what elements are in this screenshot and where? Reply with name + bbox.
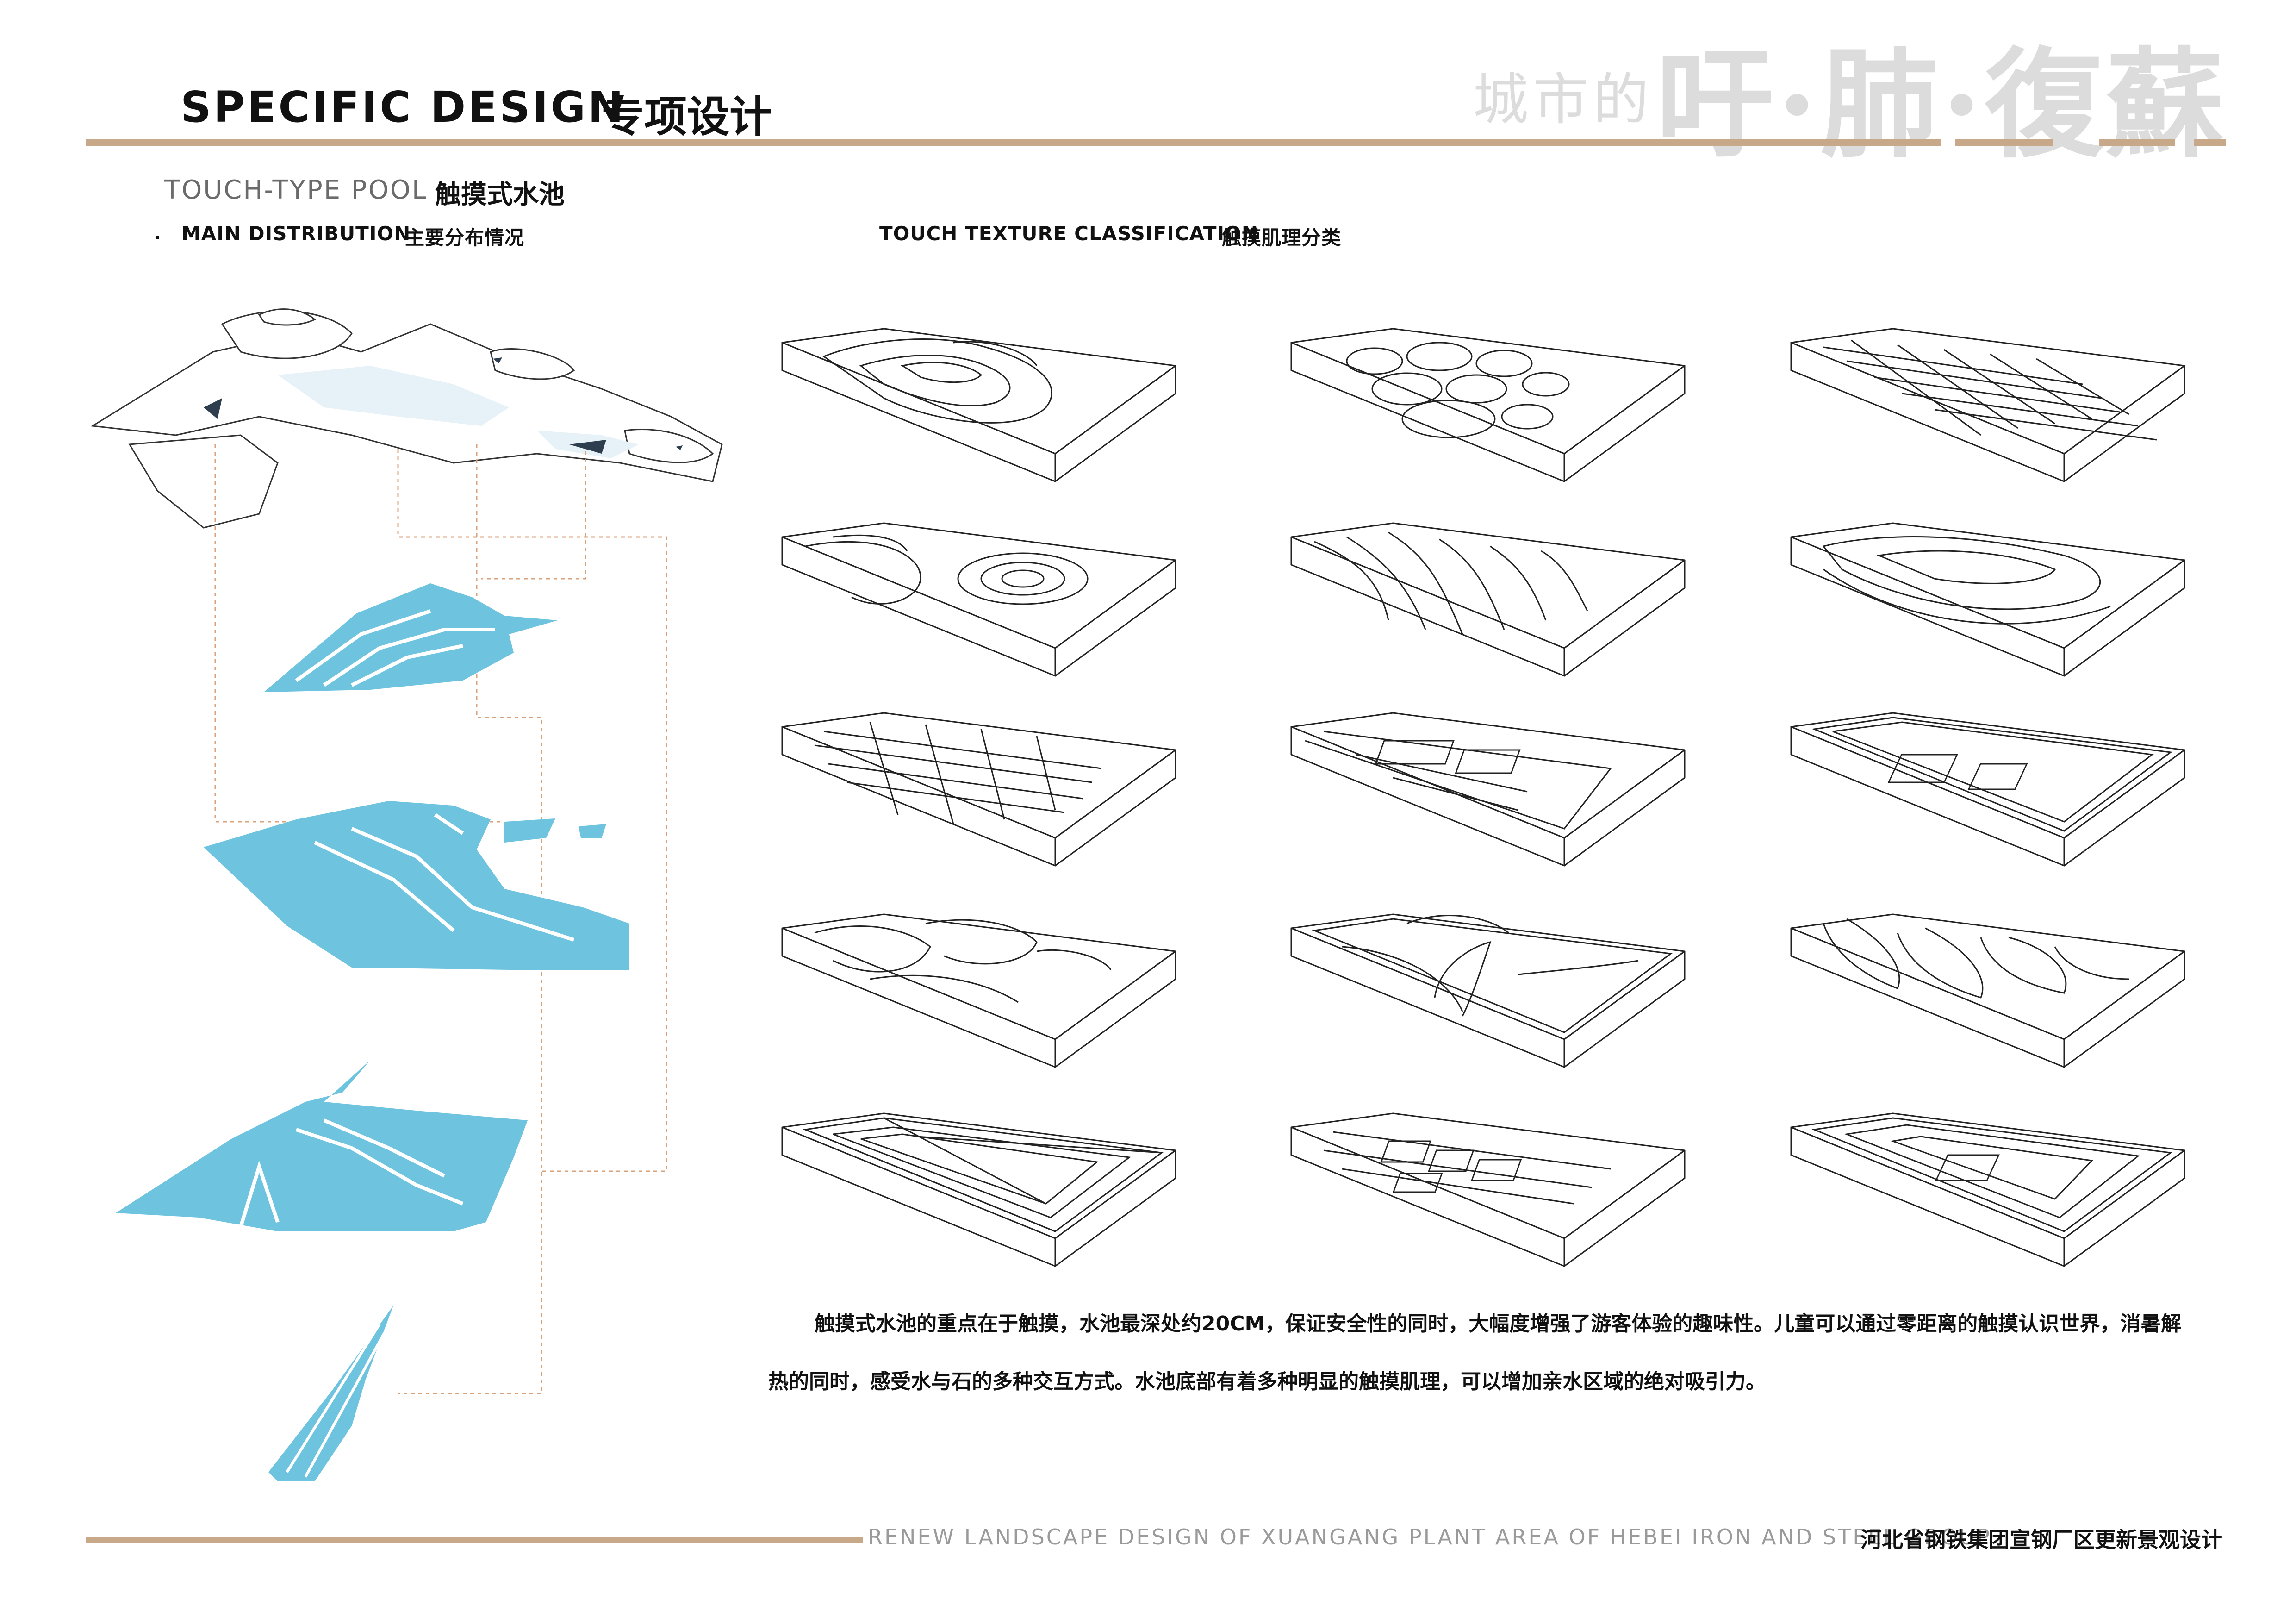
texture-label-en: TOUCH TEXTURE CLASSIFICATION [879, 222, 1259, 245]
blue-pool-4-lines [286, 1323, 386, 1478]
brand-calligraphy: 城市的 吁·肺·復蘇 [1473, 9, 2227, 180]
blue-pool-2 [204, 801, 629, 970]
distribution-bullet: . [154, 221, 162, 244]
description-line-2: 热的同时，感受水与石的多种交互方式。水池底部有着多种明显的触摸肌理，可以增加亲水… [768, 1370, 1766, 1393]
texture-tile-r3c1 [781, 712, 1176, 867]
header-rule-seg-1 [1955, 139, 2053, 146]
blue-pool-1-lines [295, 609, 495, 687]
footer-project-cn: 河北省钢铁集团宣钢厂区更新景观设计 [1860, 1527, 2222, 1552]
texture-tile-r2c3 [1790, 522, 2185, 677]
blue-pool-2-lines [314, 813, 575, 942]
texture-tile-r1c3 [1790, 328, 2185, 482]
texture-tile-r3c2 [1290, 712, 1686, 867]
texture-tile-r5c1 [781, 1112, 1176, 1267]
footer-rule [86, 1537, 863, 1543]
blue-pool-3-lines [239, 1118, 464, 1228]
texture-tile-r1c1 [781, 328, 1176, 482]
header-rule-seg-2 [2099, 139, 2175, 146]
texture-label-cn: 触摸肌理分类 [1222, 226, 1342, 249]
brand-small: 城市的 [1473, 68, 1654, 132]
header-rule-seg-3 [2194, 139, 2226, 146]
texture-tile-r5c3 [1790, 1112, 2185, 1267]
leader-lines [214, 444, 667, 1394]
section-title-cn: 触摸式水池 [435, 180, 565, 210]
texture-tile-r4c2 [1290, 913, 1686, 1068]
page-title-en: SPECIFIC DESIGN [180, 82, 626, 132]
description-line-1: 触摸式水池的重点在于触摸，水池最深处约20CM，保证安全性的同时，大幅度增强了游… [815, 1312, 2182, 1336]
header-rule [86, 139, 1941, 146]
section-title-en: TOUCH-TYPE POOL [164, 175, 428, 205]
texture-tile-r2c1 [781, 522, 1176, 677]
texture-tile-r5c2 [1290, 1112, 1686, 1267]
texture-tile-r3c3 [1790, 712, 2185, 867]
distribution-label-cn: 主要分布情况 [405, 226, 525, 249]
footer-project-en: RENEW LANDSCAPE DESIGN OF XUANGANG PLANT… [868, 1524, 1991, 1549]
texture-tile-r4c1 [781, 913, 1176, 1068]
brand-big: 吁·肺·復蘇 [1655, 36, 2227, 174]
site-plan-pool-marks [204, 357, 683, 454]
distribution-label-en: MAIN DISTRIBUTION [181, 222, 411, 245]
page-title-cn: 专项设计 [602, 92, 772, 142]
texture-tile-r4c3 [1790, 913, 2185, 1068]
texture-tile-r1c2 [1290, 328, 1686, 482]
texture-tile-r2c2 [1290, 522, 1686, 677]
